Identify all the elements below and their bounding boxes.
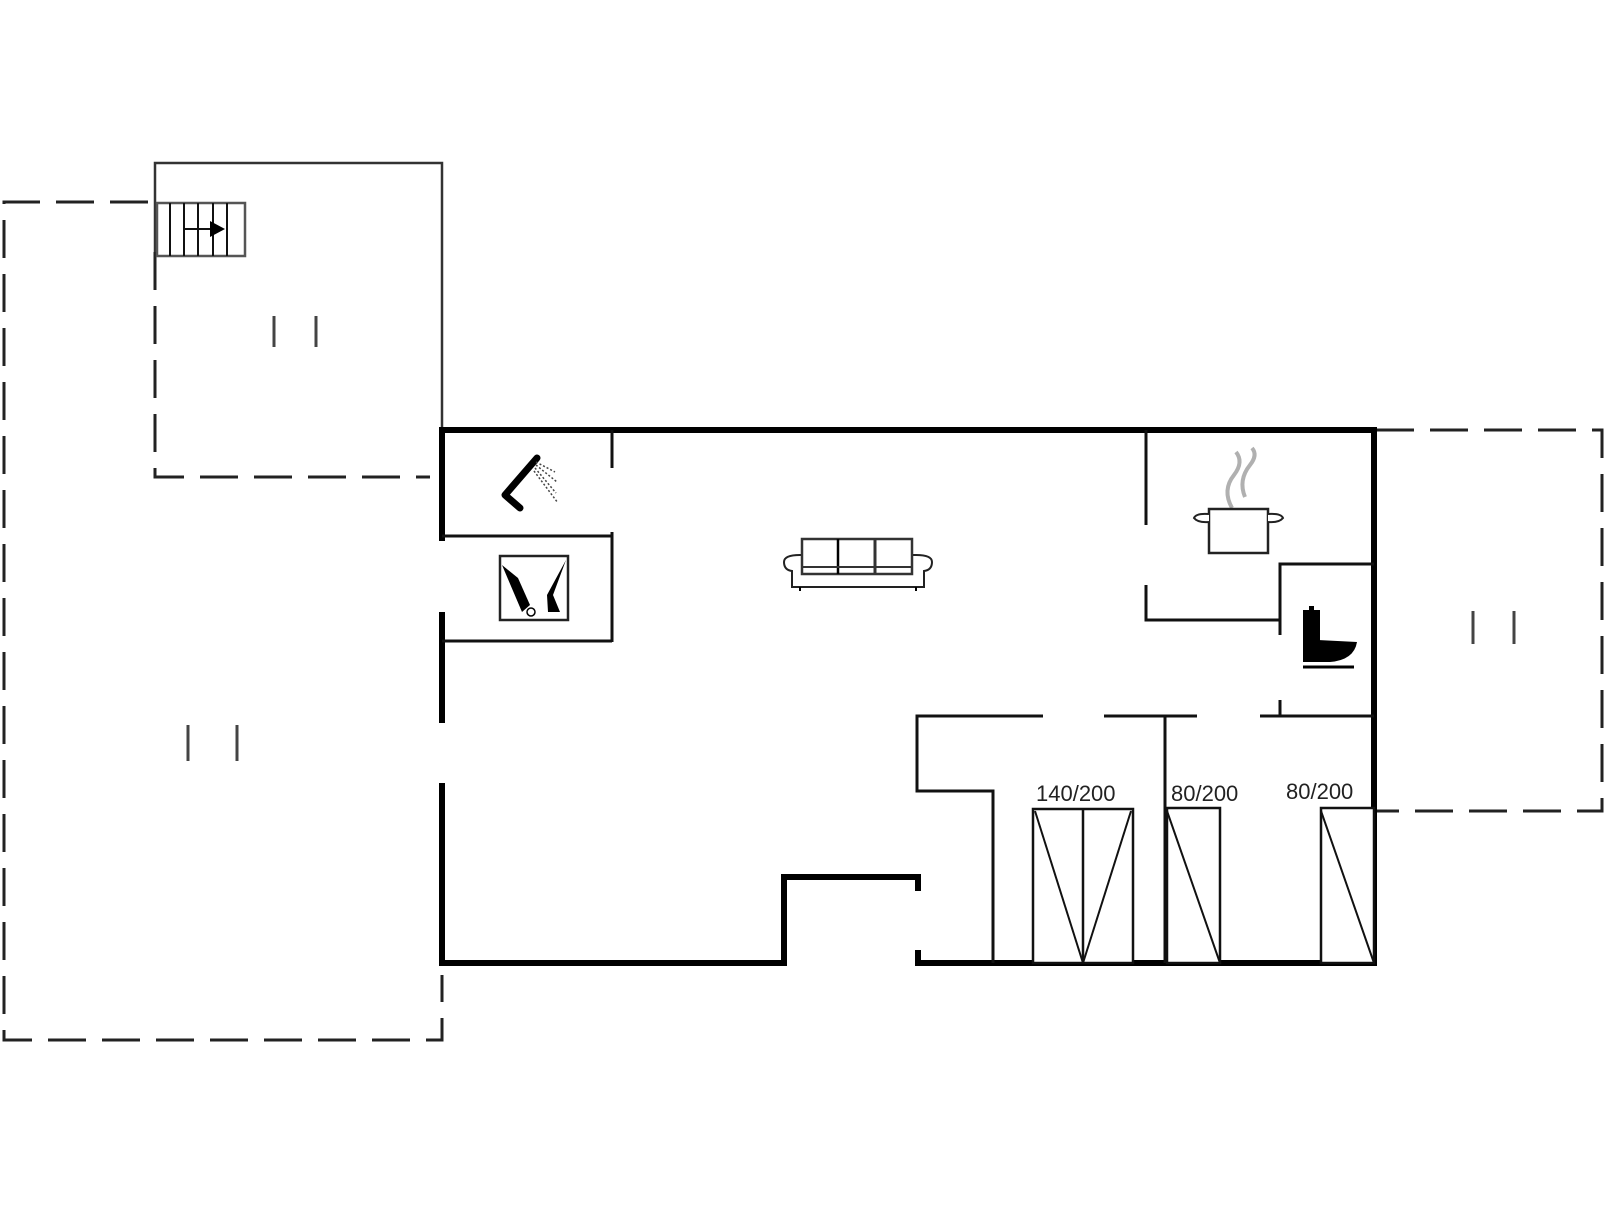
stairs-icon [155,201,247,258]
sofa-icon [782,537,934,591]
main-house-walls [439,427,1377,966]
bed-double: 140/200 [1031,781,1135,965]
bed-single-2: 80/200 [1286,779,1376,965]
shower-icon [501,454,559,512]
washing-machine-icon [498,554,570,622]
terrace-left [2,200,444,1042]
annex-top-left [153,161,444,479]
toilet-icon [1303,606,1357,669]
cooking-pot-icon [1192,446,1285,555]
bed-size-label: 140/200 [1036,781,1116,806]
interior-walls [442,430,1374,963]
terrace-right [1376,428,1604,813]
terrace-markers [186,316,1516,761]
bed-size-label: 80/200 [1286,779,1353,804]
bed-size-label: 80/200 [1171,781,1238,806]
bed-single-1: 80/200 [1165,781,1238,965]
